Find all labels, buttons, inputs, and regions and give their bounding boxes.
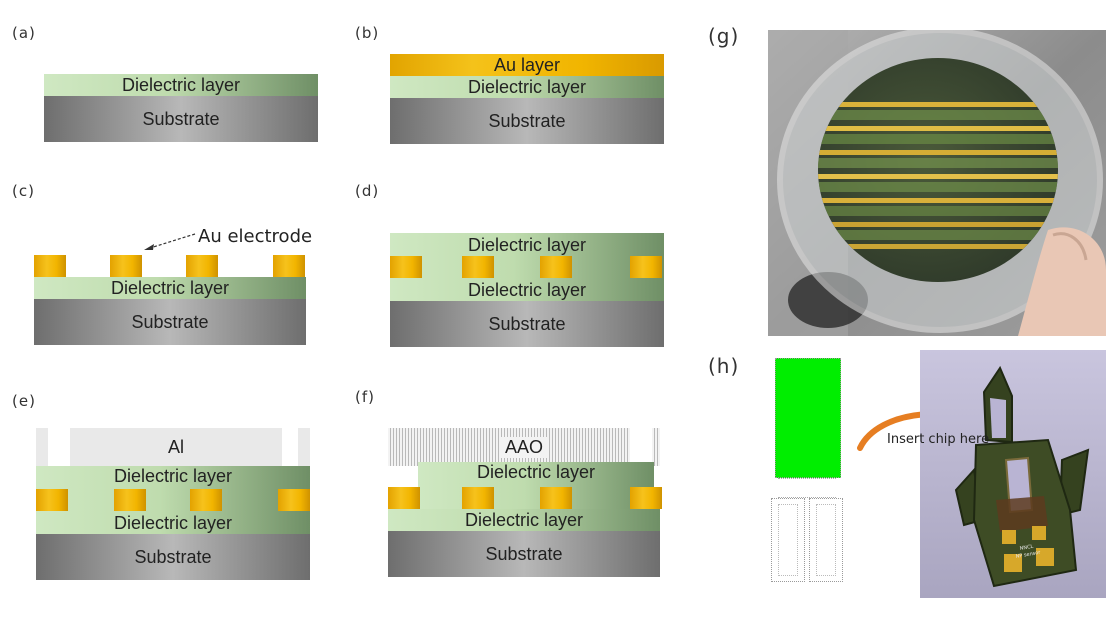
au-layer-label: Au layer [493,54,561,75]
au-electrode [278,489,310,511]
substrate-layer: Substrate [34,299,306,345]
al-edge-block [36,428,48,466]
substrate-layer: Substrate [44,96,318,142]
au-electrode [34,255,66,277]
au-electrode [273,255,305,277]
aao-layer: AAO [418,428,630,466]
chip-outline-inner-right [816,504,836,576]
substrate-layer: Substrate [36,534,310,580]
svg-text:NNCL: NNCL [1019,544,1034,552]
au-electrode [630,256,662,278]
substrate-layer: Substrate [390,98,664,144]
panel-label-g: (g) [708,24,740,48]
au-layer: Au layer [390,54,664,76]
au-electrode [114,489,146,511]
au-electrode [190,489,222,511]
dielectric-top-label: Dielectric layer [476,462,596,482]
substrate-layer: Substrate [390,301,664,347]
pcb-holder-image: NNCL NP sensor [954,365,1090,588]
substrate-label: Substrate [488,313,566,334]
dielectric-top-layer: Dielectric layer [36,466,310,512]
au-electrode [388,487,420,509]
panel-label-e: (e) [12,392,36,410]
panel-label-h: (h) [708,354,740,378]
au-electrode [462,256,494,278]
svg-text:NP sensor: NP sensor [1015,550,1042,560]
chip-outline-left [771,498,805,582]
au-electrode [462,487,494,509]
au-electrode [540,487,572,509]
dielectric-bottom-layer: Dielectric layer [390,279,664,301]
panel-label-d: (d) [355,182,380,200]
chip-small-text [778,478,836,498]
substrate-label: Substrate [485,543,563,564]
dielectric-top-layer: Dielectric layer [418,462,654,510]
dielectric-bottom-label: Dielectric layer [467,279,587,300]
aao-edge-block [388,428,418,466]
chip-outline-inner-left [778,504,798,576]
dielectric-layer-label: Dielectric layer [121,74,241,95]
dielectric-bottom-layer: Dielectric layer [388,509,660,531]
dielectric-top-layer: Dielectric layer [390,233,664,279]
dielectric-layer-label: Dielectric layer [467,76,587,97]
substrate-label: Substrate [134,546,212,567]
insert-chip-label: Insert chip here [887,432,990,447]
substrate-label: Substrate [488,110,566,131]
panel-label-b: (b) [355,24,380,42]
au-electrode [390,256,422,278]
aao-layer-label: AAO [500,436,547,458]
electrode-callout-arrow [144,233,196,250]
substrate-label: Substrate [142,108,220,129]
dielectric-bottom-label: Dielectric layer [464,509,584,530]
dielectric-bottom-label: Dielectric layer [113,512,233,533]
panel-label-f: (f) [355,388,375,406]
chip-layout-drawing [768,352,846,588]
chip-green-area [775,358,841,478]
dielectric-layer-label: Dielectric layer [110,277,230,298]
substrate-layer: Substrate [388,531,660,577]
au-electrode [630,487,662,509]
dielectric-layer: Dielectric layer [44,74,318,96]
dielectric-layer: Dielectric layer [34,277,306,299]
au-electrode [186,255,218,277]
al-edge-block [298,428,310,466]
substrate-label: Substrate [131,311,209,332]
dielectric-layer: Dielectric layer [390,76,664,98]
chip-outline-right [809,498,843,582]
dielectric-top-label: Dielectric layer [113,466,233,486]
dielectric-bottom-layer: Dielectric layer [36,512,310,534]
al-layer-label: Al [167,436,184,457]
panel-label-c: (c) [12,182,35,200]
au-electrode [540,256,572,278]
dielectric-top-label: Dielectric layer [467,235,587,255]
wafer-in-petri-dish-image [768,30,1106,336]
al-layer: Al [70,428,282,466]
panel-label-a: (a) [12,24,36,42]
wafer-photo [768,30,1106,336]
holder-3d-render: NNCL NP sensor [920,350,1106,598]
au-electrode [36,489,68,511]
au-electrode [110,255,142,277]
au-electrode-callout: Au electrode [198,226,313,247]
aao-edge-block [652,428,660,466]
